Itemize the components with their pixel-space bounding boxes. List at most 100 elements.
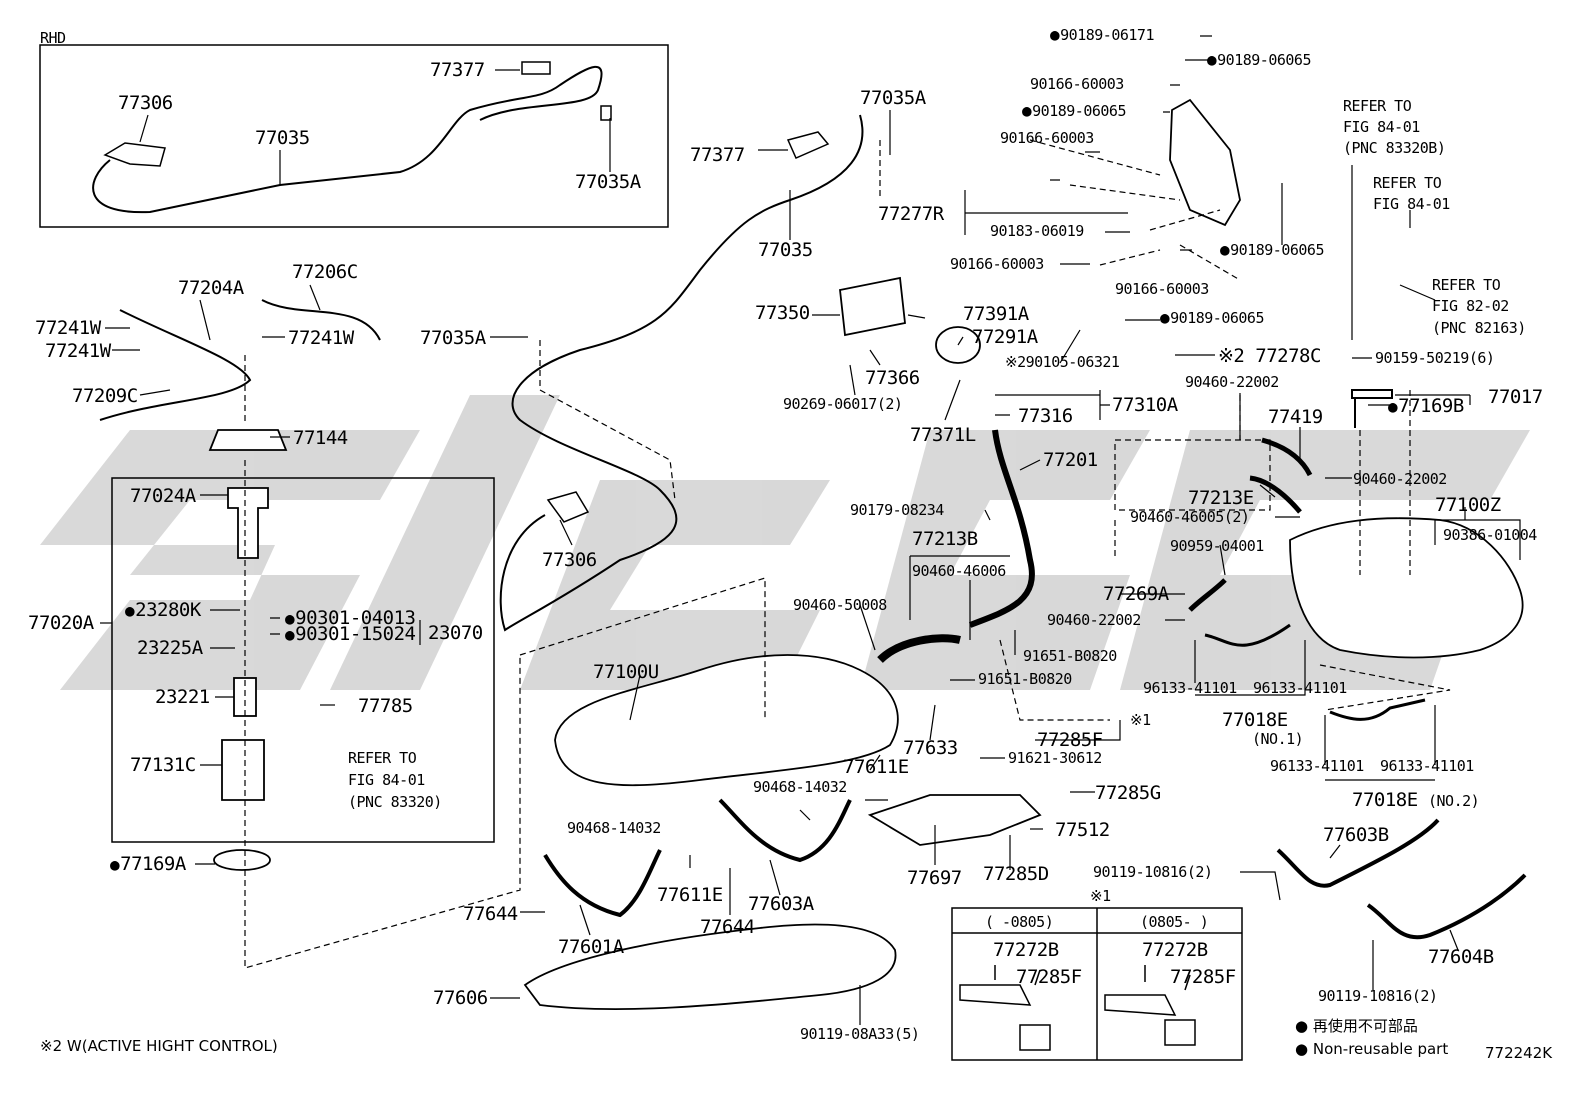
part-label-77391a[interactable]: 77391A xyxy=(963,303,1029,325)
part-label-96133-41101-b[interactable]: 96133-41101 xyxy=(1253,679,1347,697)
part-label-90166-60003-d[interactable]: 90166-60003 xyxy=(1115,280,1209,298)
part-label-77644-b[interactable]: 77644 xyxy=(700,916,755,938)
part-label-90468-14032-a[interactable]: 90468-14032 xyxy=(753,778,847,796)
part-label-90189-06065-b[interactable]: 90189-06065 xyxy=(1022,103,1126,119)
part-label-77206c[interactable]: 77206C xyxy=(292,261,358,283)
part-label-77024a[interactable]: 77024A xyxy=(130,485,196,507)
subpanel-col1-part-b[interactable]: 77285F xyxy=(1016,966,1082,988)
part-label-77018e-no2[interactable]: 77018E xyxy=(1352,789,1418,811)
part-label-90119-10816-c[interactable]: 90119-10816(2) xyxy=(1318,987,1438,1005)
part-label-290105-06321[interactable]: ※290105-06321 xyxy=(1005,353,1120,371)
part-label-90269-06017[interactable]: 90269-06017(2) xyxy=(783,395,903,413)
part-label-77291a[interactable]: 77291A xyxy=(972,326,1038,348)
part-label-77366[interactable]: 77366 xyxy=(865,367,920,389)
part-label-90179-08234[interactable]: 90179-08234 xyxy=(850,501,944,519)
part-label-77035a-rhd[interactable]: 77035A xyxy=(575,171,641,193)
part-label-90189-06171[interactable]: 90189-06171 xyxy=(1050,27,1154,43)
part-label-77035-rhd[interactable]: 77035 xyxy=(255,127,310,149)
part-label-90460-46006[interactable]: 90460-46006 xyxy=(912,562,1006,580)
part-label-23070[interactable]: 23070 xyxy=(428,622,483,644)
part-label-77310a[interactable]: 77310A xyxy=(1112,394,1178,416)
part-label-90166-60003-c[interactable]: 90166-60003 xyxy=(950,255,1044,273)
part-label-96133-41101-d[interactable]: 96133-41101 xyxy=(1380,757,1474,775)
part-label-23225a[interactable]: 23225A xyxy=(137,637,203,659)
part-label-90183-06019[interactable]: 90183-06019 xyxy=(990,222,1084,240)
part-label-77213e[interactable]: 77213E xyxy=(1188,487,1254,509)
part-label-90460-50008[interactable]: 90460-50008 xyxy=(793,596,887,614)
part-label-77377[interactable]: 77377 xyxy=(690,144,745,166)
part-label-90460-22002-c[interactable]: 90460-22002 xyxy=(1047,611,1141,629)
part-label-90386-01004[interactable]: 90386-01004 xyxy=(1443,526,1537,544)
part-label-90189-06065-a[interactable]: 90189-06065 xyxy=(1207,52,1311,68)
part-label-90460-22002-b[interactable]: 90460-22002 xyxy=(1353,470,1447,488)
part-label-77306-rhd[interactable]: 77306 xyxy=(118,92,173,114)
subpanel-col2-part-a[interactable]: 77272B xyxy=(1142,939,1208,961)
part-label-77285g[interactable]: 77285G xyxy=(1095,782,1161,804)
part-label-77241w-3[interactable]: 77241W xyxy=(288,327,354,349)
part-label-90159-50219[interactable]: 90159-50219(6) xyxy=(1375,349,1495,367)
part-label-77611e-a[interactable]: 77611E xyxy=(843,756,909,778)
part-label-77035[interactable]: 77035 xyxy=(758,239,813,261)
part-label-77603b[interactable]: 77603B xyxy=(1323,824,1389,846)
part-label-77131c[interactable]: 77131C xyxy=(130,754,196,776)
part-label-77278c[interactable]: ※2 77278C xyxy=(1218,345,1321,367)
part-label-90301-15024[interactable]: 90301-15024 xyxy=(285,624,416,645)
part-label-77285d[interactable]: 77285D xyxy=(983,863,1049,885)
part-label-77371l[interactable]: 77371L xyxy=(910,424,976,446)
part-label-91651-b0820-b[interactable]: 91651-B0820 xyxy=(978,670,1072,688)
part-label-77241w-2[interactable]: 77241W xyxy=(45,340,111,362)
part-label-77604b[interactable]: 77604B xyxy=(1428,946,1494,968)
part-label-77644-a[interactable]: 77644 xyxy=(463,903,518,925)
part-label-77316[interactable]: 77316 xyxy=(1018,405,1073,427)
part-label-77100z[interactable]: 77100Z xyxy=(1435,494,1501,516)
part-label-96133-41101-c[interactable]: 96133-41101 xyxy=(1270,757,1364,775)
part-label-23280k[interactable]: 23280K xyxy=(125,600,201,621)
part-label-77035a-left[interactable]: 77035A xyxy=(420,327,486,349)
part-label-90189-06065-d[interactable]: 90189-06065 xyxy=(1160,310,1264,326)
part-label-77606[interactable]: 77606 xyxy=(433,987,488,1009)
part-label-77633[interactable]: 77633 xyxy=(903,737,958,759)
part-label-90166-60003-b[interactable]: 90166-60003 xyxy=(1000,129,1094,147)
part-label-91621-30612[interactable]: 91621-30612 xyxy=(1008,749,1102,767)
part-label-90189-06065-c[interactable]: 90189-06065 xyxy=(1220,242,1324,258)
part-label-77350[interactable]: 77350 xyxy=(755,302,810,324)
part-label-77209c[interactable]: 77209C xyxy=(72,385,138,407)
part-label-91651-b0820-a[interactable]: 91651-B0820 xyxy=(1023,647,1117,665)
part-label-77020a[interactable]: 77020A xyxy=(28,612,94,634)
part-label-77697[interactable]: 77697 xyxy=(907,867,962,889)
part-label-90468-14032-b[interactable]: 90468-14032 xyxy=(567,819,661,837)
part-label-96133-41101-a[interactable]: 96133-41101 xyxy=(1143,679,1237,697)
part-label-77213b[interactable]: 77213B xyxy=(912,528,978,550)
part-label-77017[interactable]: 77017 xyxy=(1488,386,1543,408)
subpanel-col1-part-a[interactable]: 77272B xyxy=(993,939,1059,961)
part-label-77419[interactable]: 77419 xyxy=(1268,406,1323,428)
part-label-77241w-1[interactable]: 77241W xyxy=(35,317,101,339)
part-label-90166-60003-a[interactable]: 90166-60003 xyxy=(1030,75,1124,93)
part-label-77018e-no1[interactable]: 77018E xyxy=(1222,709,1288,731)
part-label-77277r[interactable]: 77277R xyxy=(878,203,944,225)
part-label-77512[interactable]: 77512 xyxy=(1055,819,1110,841)
part-label-77035a-top[interactable]: 77035A xyxy=(860,87,926,109)
part-label-77601a[interactable]: 77601A xyxy=(558,936,624,958)
part-label-77201[interactable]: 77201 xyxy=(1043,449,1098,471)
part-label-90460-46005[interactable]: 90460-46005(2) xyxy=(1130,508,1250,526)
part-label-77169a[interactable]: 77169A xyxy=(110,854,186,875)
tube-77018e-2 xyxy=(1329,698,1426,721)
part-label-77169b[interactable]: 77169B xyxy=(1388,396,1464,417)
part-label-77603a[interactable]: 77603A xyxy=(748,893,814,915)
part-label-77100u[interactable]: 77100U xyxy=(593,661,659,683)
part-label-77306[interactable]: 77306 xyxy=(542,549,597,571)
part-label-90959-04001[interactable]: 90959-04001 xyxy=(1170,537,1264,555)
part-label-90460-22002-a[interactable]: 90460-22002 xyxy=(1185,373,1279,391)
part-label-77377-rhd[interactable]: 77377 xyxy=(430,59,485,81)
part-label-90119-10816-a[interactable]: 90119-10816(2) xyxy=(1093,863,1213,881)
part-label-23221[interactable]: 23221 xyxy=(155,686,210,708)
subpanel-col2-part-b[interactable]: 77285F xyxy=(1170,966,1236,988)
part-label-77611e-b[interactable]: 77611E xyxy=(657,884,723,906)
part-label-77269a[interactable]: 77269A xyxy=(1103,583,1169,605)
part-label-77785[interactable]: 77785 xyxy=(358,695,413,717)
part-label-77204a[interactable]: 77204A xyxy=(178,277,244,299)
part-label-90119-08a33[interactable]: 90119-08A33(5) xyxy=(800,1025,920,1043)
part-label-77285f[interactable]: 77285F xyxy=(1037,729,1103,751)
part-label-77144[interactable]: 77144 xyxy=(293,427,348,449)
